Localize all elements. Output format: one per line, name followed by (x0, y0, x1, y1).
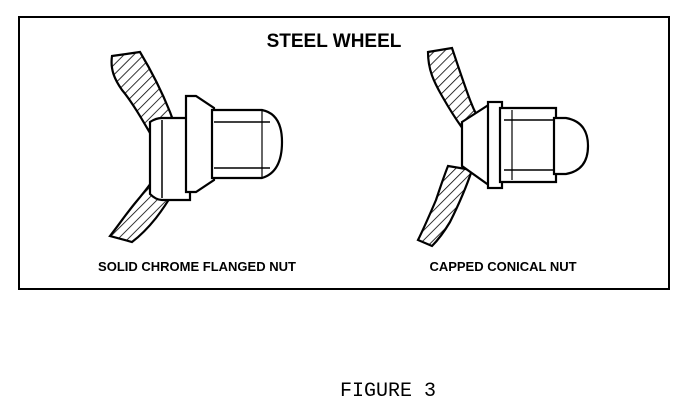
wheel-section-lower-right (416, 164, 474, 248)
stud-shank-left (148, 116, 192, 202)
figure-caption: FIGURE 3 (340, 380, 436, 403)
figure-title: STEEL WHEEL (267, 31, 402, 52)
flanged-nut-illustration (108, 50, 284, 244)
conical-nut-illustration (416, 46, 590, 248)
label-conical-nut: CAPPED CONICAL NUT (429, 259, 576, 274)
label-flanged-nut: SOLID CHROME FLANGED NUT (98, 259, 296, 274)
nut-hex-body (210, 108, 284, 180)
nut-hex-body-capped (498, 106, 558, 184)
nut-flange (184, 94, 216, 194)
nut-cap (552, 116, 590, 176)
figure-frame (18, 16, 670, 290)
